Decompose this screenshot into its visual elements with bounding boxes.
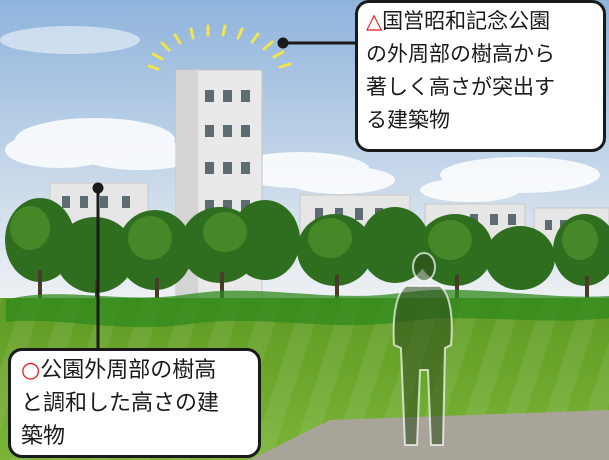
callout-top-line-4: る建築物	[366, 108, 450, 132]
callout-top-line-3: 著しく高さが突出す	[366, 75, 555, 99]
leader-bottom-dot	[92, 182, 104, 194]
circle-marker-icon: ○	[21, 358, 41, 383]
footpath	[250, 410, 609, 460]
callout-harmonious-building: ○公園外周部の樹高 と調和した高さの建 築物	[8, 348, 261, 458]
callout-top-line-2: の外周部の樹高から	[366, 42, 555, 66]
clouds	[0, 26, 600, 202]
callout-top-line-1: △国営昭和記念公園	[366, 5, 597, 38]
callout-bottom-line-3: 築物	[21, 424, 66, 449]
perimeter-tree-height-band	[6, 289, 609, 328]
triangle-marker-icon: △	[366, 9, 383, 33]
callout-bottom-line-2: と調和した高さの建	[21, 391, 220, 416]
leader-lines	[92, 37, 357, 350]
callout-bottom-text-1: 公園外周部の樹高	[40, 358, 217, 383]
callout-bottom-line-1: ○公園外周部の樹高	[21, 354, 250, 387]
callout-prominent-building: △国営昭和記念公園 の外周部の樹高から 著しく高さが突出す る建築物	[355, 0, 606, 152]
person-silhouette	[392, 252, 453, 446]
leader-top-dot	[277, 37, 289, 49]
emphasis-rays	[147, 24, 292, 71]
callout-top-text-1: 国営昭和記念公園	[382, 9, 551, 33]
